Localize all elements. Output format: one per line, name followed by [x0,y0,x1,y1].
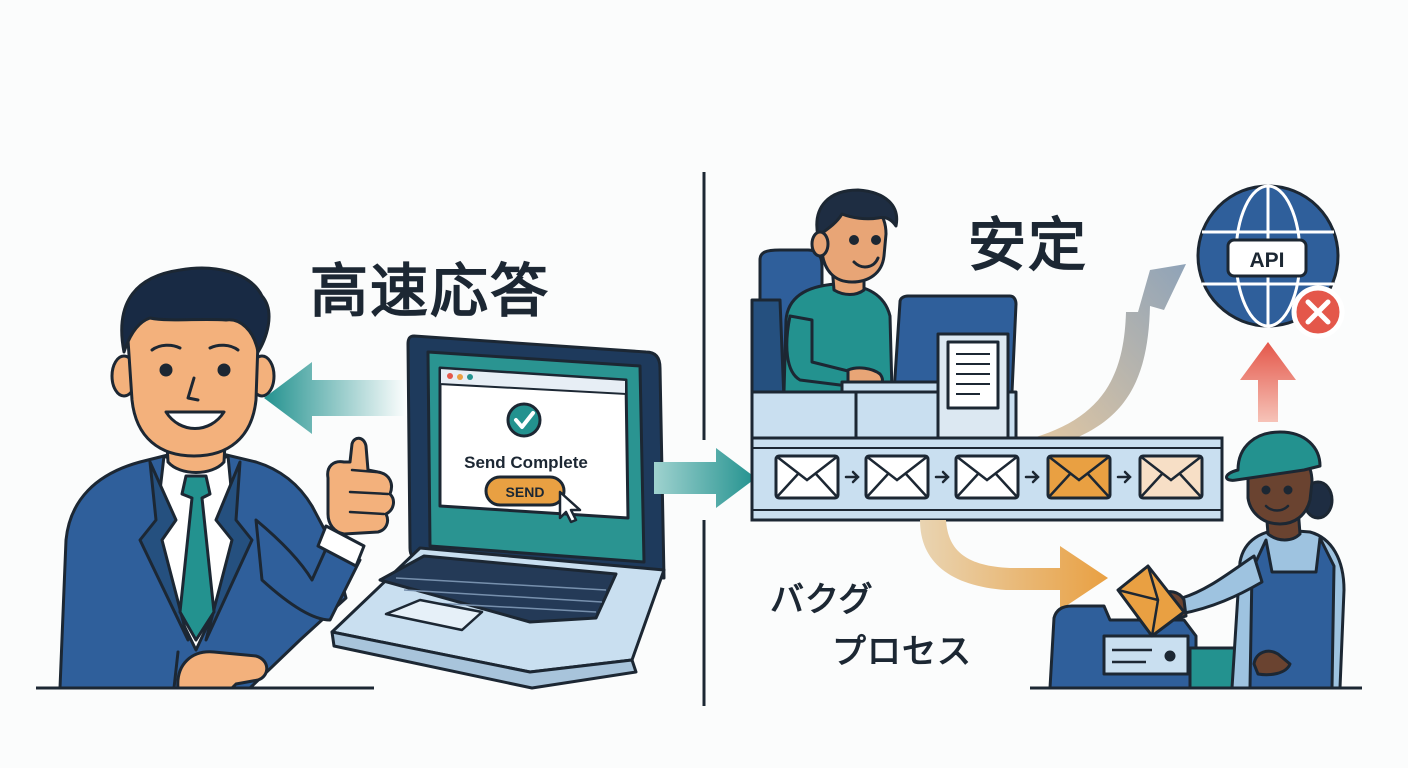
window-minimize-dot [457,374,463,380]
envelope-queued [1138,454,1204,500]
mail-clerk-illustration [1116,430,1346,690]
send-status-text: Send Complete [464,453,588,472]
check-icon [506,402,542,438]
send-button-label: SEND [506,484,545,500]
api-label: API [1249,249,1284,272]
background-process-arrow [920,520,1108,610]
envelope-done [954,454,1020,500]
envelope-done [864,454,930,500]
retry-arrow [1240,342,1296,422]
fast-response-heading: 高速応答 [310,257,551,325]
background-process-label-line1: バクグ [770,580,874,620]
mouse-cursor-icon [558,490,582,524]
queue-arrow-icon [1116,470,1132,484]
businessman-illustration [58,266,395,690]
queue-arrow-icon [934,470,950,484]
window-close-dot [447,373,453,379]
worker-illustration [750,188,899,402]
envelope-processing [1046,454,1112,500]
pipeline-input-arrow [654,448,756,508]
queue-arrow-icon [1024,470,1040,484]
error-icon [1291,285,1345,339]
stability-heading: 安定 [968,211,1089,279]
queue-arrow-icon [844,470,860,484]
browser-window: Send Complete SEND [438,366,630,524]
envelope-done [774,454,840,500]
send-button[interactable]: SEND [484,475,566,507]
response-arrow [264,362,408,434]
window-maximize-dot [467,374,473,380]
background-process-label-line2: プロセス [832,632,972,672]
office-desk [750,294,1018,442]
api-request-arrow [1026,264,1186,450]
